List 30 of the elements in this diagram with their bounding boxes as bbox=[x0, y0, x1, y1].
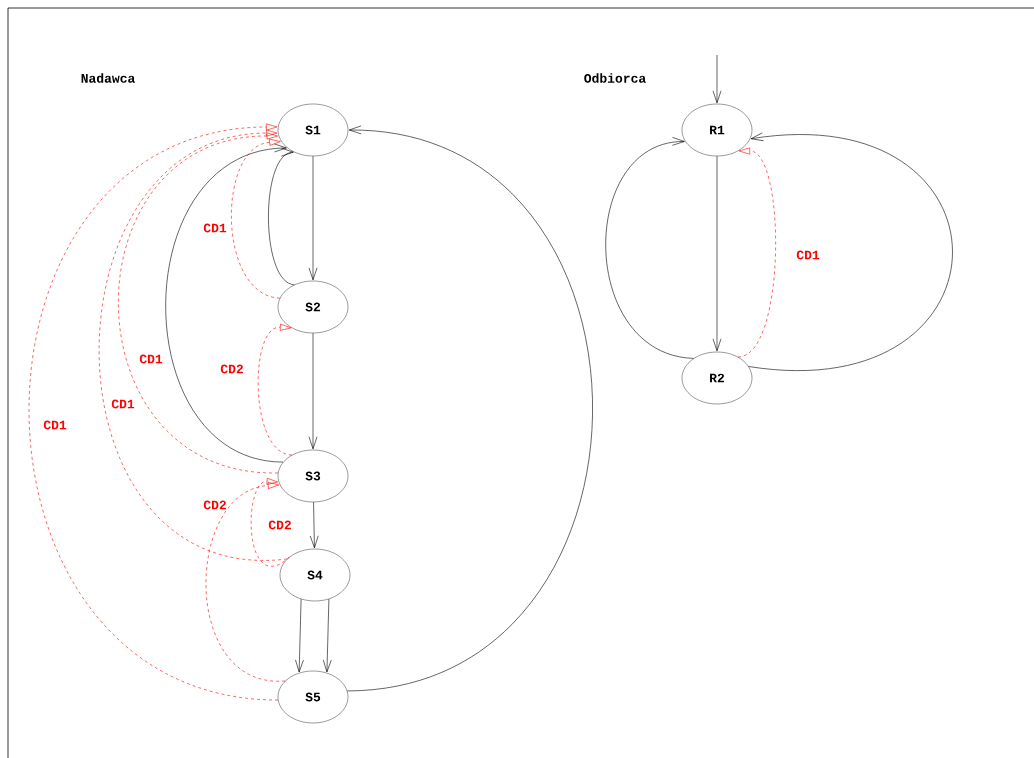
arrow bbox=[28, 123, 279, 701]
arrow bbox=[346, 125, 593, 692]
arrow bbox=[308, 155, 318, 281]
arrow bbox=[712, 155, 722, 352]
arrow bbox=[308, 332, 318, 450]
edge-label: CD2 bbox=[202, 499, 228, 511]
arrow bbox=[309, 501, 319, 549]
arrow bbox=[250, 477, 290, 567]
arrow bbox=[737, 147, 776, 358]
edge-label: CD1 bbox=[42, 419, 68, 431]
edge-label: CD2 bbox=[267, 519, 293, 531]
group-heading: Nadawca bbox=[81, 73, 135, 83]
arrow bbox=[322, 598, 332, 673]
edge-label: CD1 bbox=[795, 249, 821, 261]
edge-label: CD1 bbox=[138, 353, 164, 365]
arrow bbox=[205, 482, 286, 682]
arrow bbox=[231, 138, 281, 299]
arrow bbox=[605, 137, 694, 359]
arrow bbox=[712, 54, 722, 104]
arrow bbox=[118, 132, 279, 474]
arrow bbox=[165, 143, 287, 463]
arrow bbox=[257, 323, 293, 456]
edge-label: CD1 bbox=[202, 222, 228, 234]
edge-label: CD1 bbox=[110, 398, 136, 410]
edge-label: CD2 bbox=[219, 363, 245, 375]
arrow bbox=[98, 129, 288, 560]
arrow bbox=[268, 147, 295, 286]
arrow bbox=[295, 598, 304, 673]
arrow bbox=[748, 132, 953, 371]
group-heading: Odbiorca bbox=[584, 73, 646, 83]
